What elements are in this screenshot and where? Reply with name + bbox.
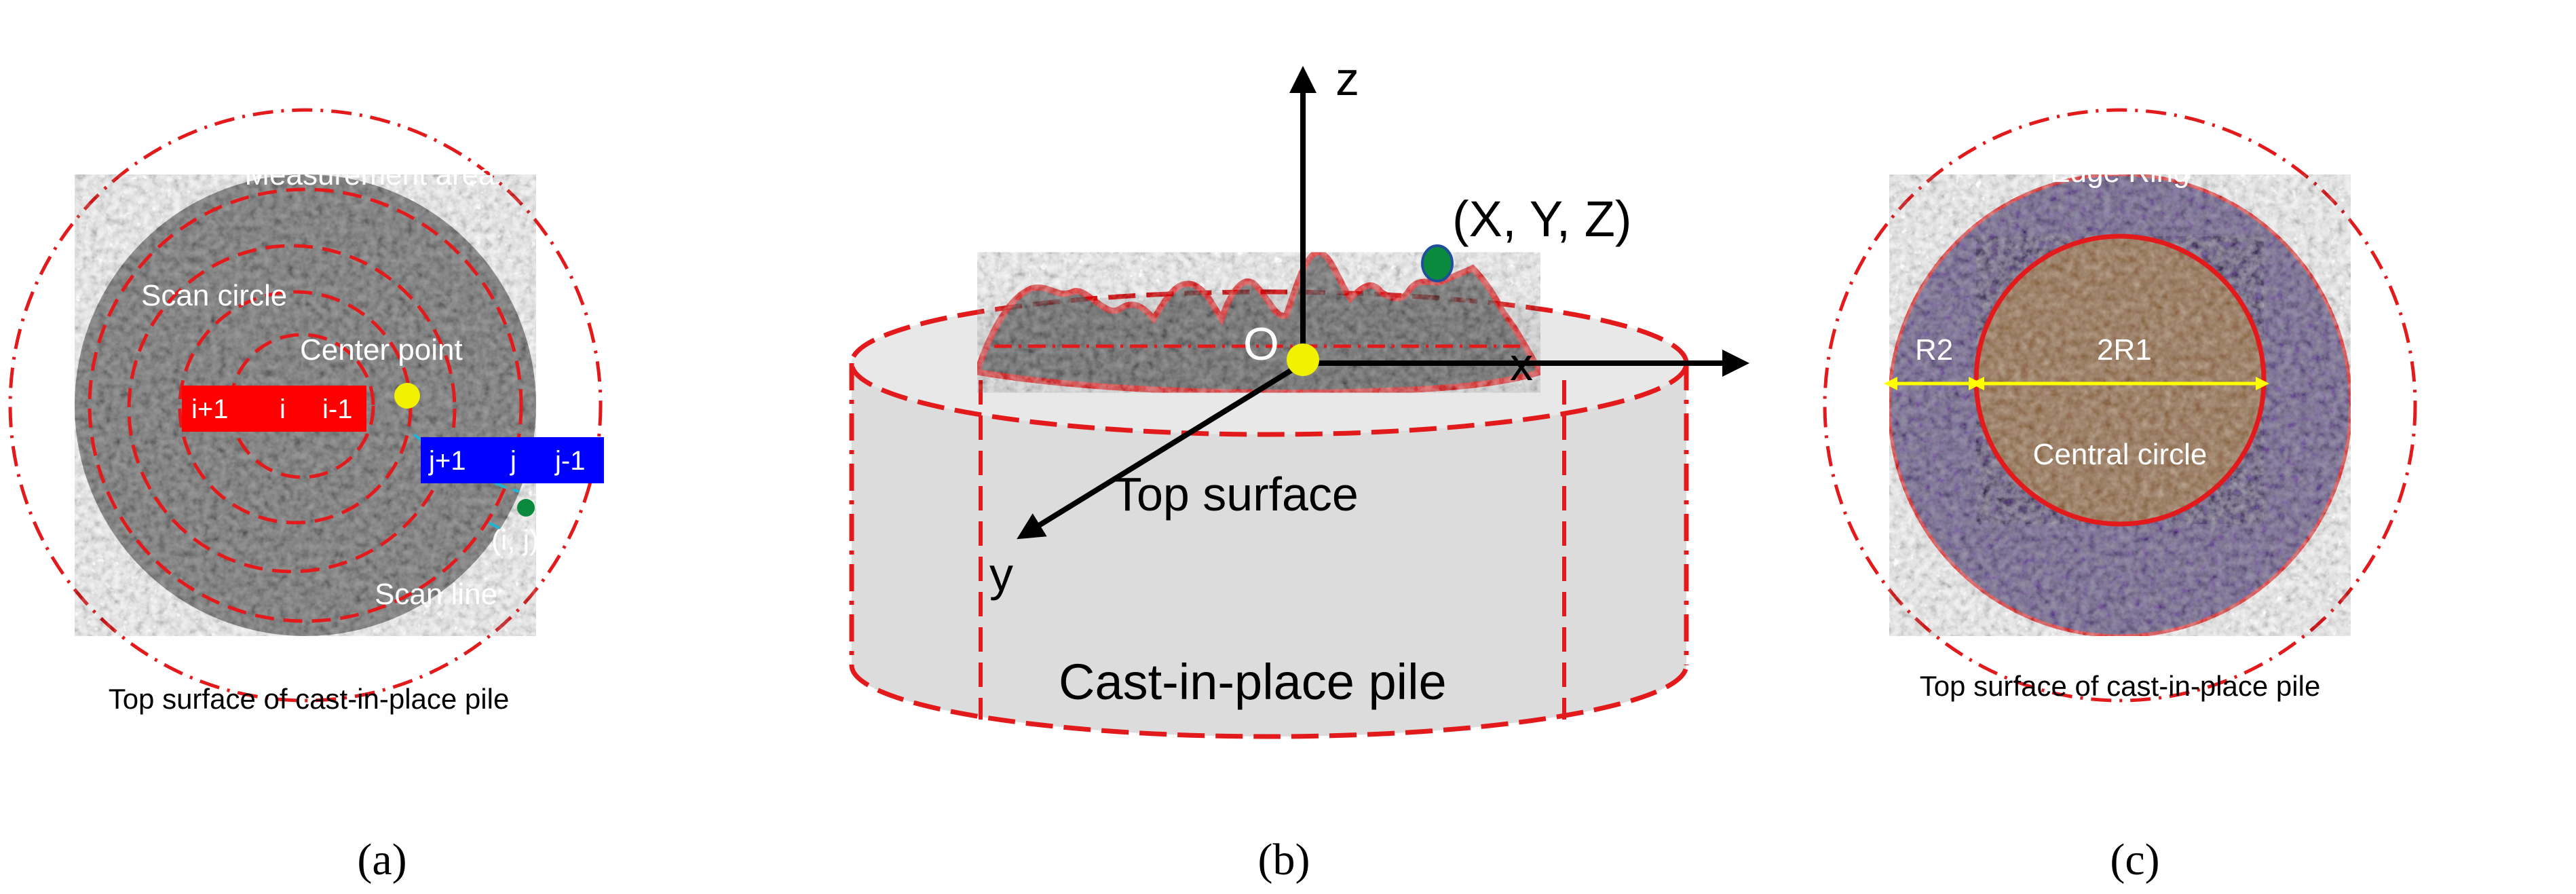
panel-b-label: (b) [1258,835,1310,884]
row-j-plus-label: j+1 [428,446,466,476]
panel-c-caption: Top surface of cast-in-place pile [1920,670,2321,702]
outer-boundary-circle [8,108,603,703]
y-axis [1017,360,1305,540]
row-i-minus-label: i-1 [322,394,352,424]
row-i-bar [182,386,366,432]
panel-a: Measurement area Scan circle Center poin… [8,108,604,884]
center-point-label: Center point [300,333,463,367]
row-i-plus-label: i+1 [191,394,229,424]
z-axis-label: z [1336,52,1359,105]
point-ij-label: (i, j) [491,524,539,556]
row-j-bar [421,437,604,483]
origin-label: O [1243,318,1279,370]
measurement-area-circle [88,187,523,623]
origin-marker [1287,343,1319,376]
outer-boundary-circle-c [1823,108,2417,703]
pile-cylinder-body [852,363,1686,737]
panel-b: z (X, Y, Z) O x y Top surface Cast-in-pl… [849,52,1749,884]
y-axis-label: y [989,548,1013,601]
2r1-label: 2R1 [2097,333,2152,367]
point-xyz-label: (X, Y, Z) [1452,191,1632,247]
pile-label: Cast-in-place pile [1059,654,1447,710]
panel-a-label: (a) [357,835,406,884]
row-i-label: i [280,394,286,424]
panel-a-caption: Top surface of cast-in-place pile [109,683,510,715]
edge-ring-label: Edge Ring [2050,155,2189,189]
scan-circle-outer [127,244,457,574]
central-circle-label: Central circle [2033,438,2208,471]
scan-line [413,433,536,538]
point-xyz-marker [1421,244,1454,282]
x-axis-label: x [1510,339,1533,390]
point-ij-marker [517,499,535,517]
row-j-label: j [510,446,516,476]
scan-circle-inner [229,333,375,479]
panel-c: Edge Ring R2 2R1 Central circle Top surf… [1823,108,2417,884]
row-j-minus-label: j-1 [554,446,585,476]
top-surface-label: Top surface [1113,468,1359,521]
scan-line-label: Scan line [375,578,497,611]
measurement-area-label: Measurement area [244,158,495,191]
rough-top-surface [973,249,1545,396]
panel-c-label: (c) [2110,835,2159,884]
center-point-marker [394,383,420,409]
r2-label: R2 [1915,333,1953,367]
pile-bottom-edge [849,665,1689,739]
scan-circle-label: Scan circle [141,279,287,312]
